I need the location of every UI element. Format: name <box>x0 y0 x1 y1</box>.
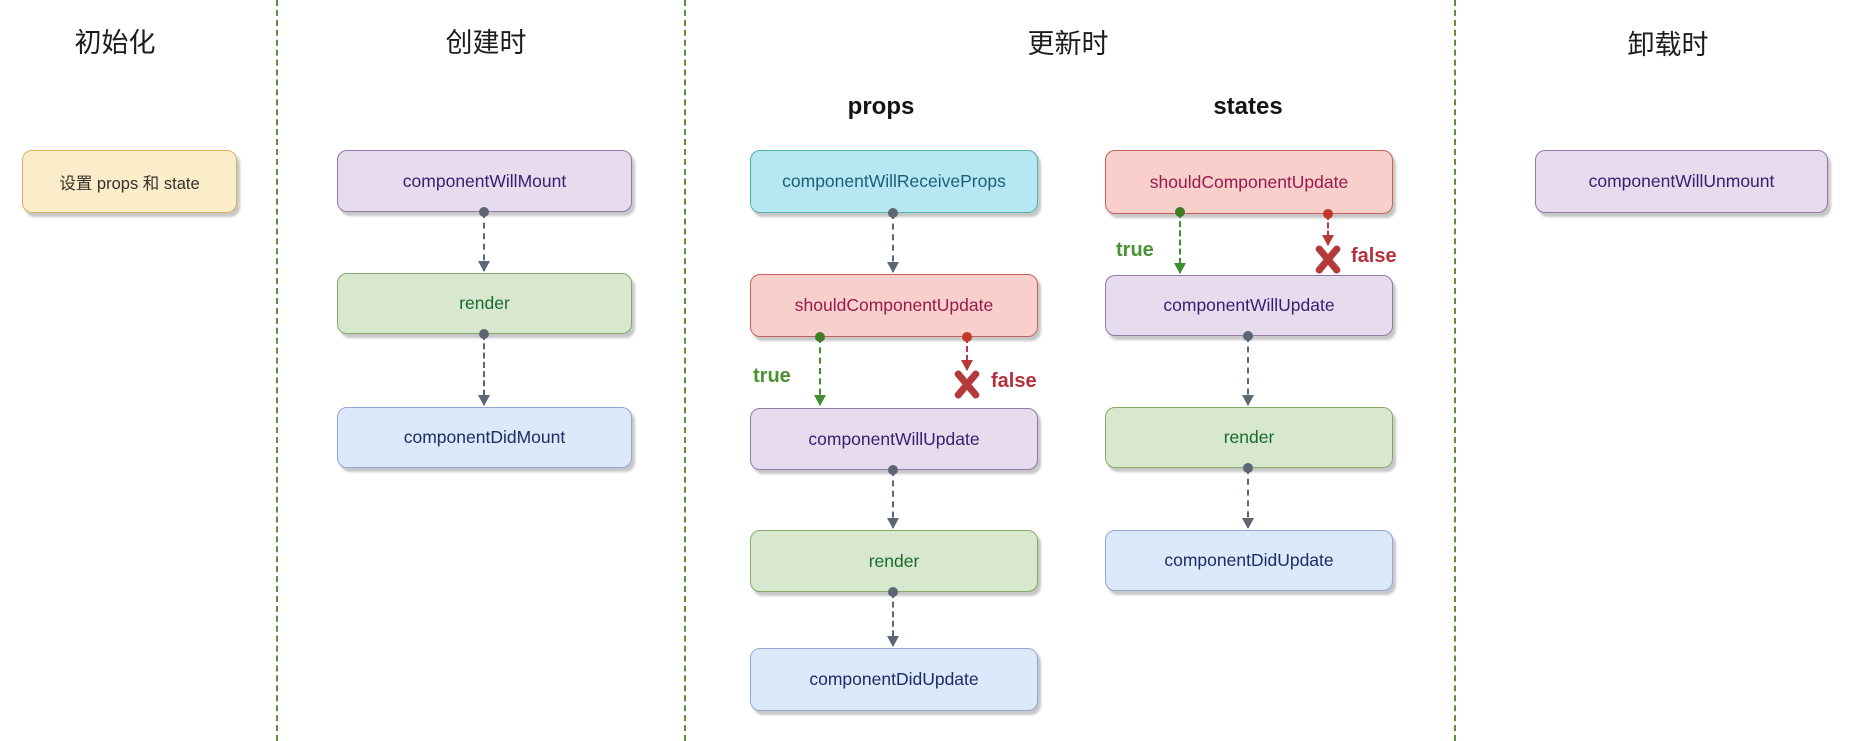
arrowhead-icon <box>961 360 973 371</box>
node-render-mount: render <box>337 273 632 334</box>
section-divider <box>276 0 278 741</box>
arrowhead-icon <box>1242 518 1254 529</box>
true-branch-label: true <box>1116 239 1154 261</box>
flow-connector <box>887 208 899 273</box>
arrowhead-icon <box>1174 263 1186 274</box>
true-branch-label: true <box>753 365 791 387</box>
connector-dot <box>815 332 825 342</box>
node-componentWillUnmount: componentWillUnmount <box>1535 150 1828 213</box>
flow-connector <box>478 207 490 272</box>
connector-dot <box>888 208 898 218</box>
false-branch-connector <box>1322 209 1334 246</box>
node-render-states: render <box>1105 407 1393 468</box>
node-componentDidMount: componentDidMount <box>337 407 632 468</box>
true-branch-connector <box>1174 207 1186 274</box>
arrowhead-icon <box>887 518 899 529</box>
arrowhead-icon <box>1322 235 1334 246</box>
node-componentDidUpdate-states: componentDidUpdate <box>1105 530 1393 591</box>
section-title-mount: 创建时 <box>445 28 527 58</box>
section-title-init: 初始化 <box>74 28 156 58</box>
reject-x-icon <box>1314 246 1342 274</box>
section-title-update: 更新时 <box>1027 29 1109 59</box>
node-componentWillUpdate-props: componentWillUpdate <box>750 408 1038 470</box>
false-branch-label: false <box>991 370 1037 392</box>
section-divider <box>1454 0 1456 741</box>
connector-dot <box>479 207 489 217</box>
connector-dot <box>888 587 898 597</box>
flow-connector <box>887 587 899 647</box>
false-branch-label: false <box>1351 245 1397 267</box>
flow-connector <box>887 465 899 529</box>
node-componentDidUpdate-props: componentDidUpdate <box>750 648 1038 711</box>
arrowhead-icon <box>1242 395 1254 406</box>
false-branch-connector <box>961 332 973 371</box>
reject-x-icon <box>953 371 981 399</box>
flow-connector <box>1242 463 1254 529</box>
arrowhead-icon <box>814 395 826 406</box>
flow-connector <box>478 329 490 406</box>
connector-dot <box>479 329 489 339</box>
connector-dot <box>1243 463 1253 473</box>
node-set-props-and-state: 设置 props 和 state <box>22 150 237 213</box>
connector-dot <box>888 465 898 475</box>
node-componentWillReceiveProps: componentWillReceiveProps <box>750 150 1038 213</box>
column-title-states: states <box>1213 93 1283 120</box>
connector-dot <box>962 332 972 342</box>
column-title-props: props <box>847 93 915 120</box>
connector-dot <box>1323 209 1333 219</box>
node-render-props: render <box>750 530 1038 592</box>
node-shouldComponentUpdate-props: shouldComponentUpdate <box>750 274 1038 337</box>
connector-dot <box>1243 331 1253 341</box>
arrowhead-icon <box>478 395 490 406</box>
arrowhead-icon <box>887 262 899 273</box>
flow-connector <box>1242 331 1254 406</box>
node-componentWillMount: componentWillMount <box>337 150 632 212</box>
true-branch-connector <box>814 332 826 406</box>
section-divider <box>684 0 686 741</box>
node-shouldComponentUpdate-states: shouldComponentUpdate <box>1105 150 1393 214</box>
node-componentWillUpdate-states: componentWillUpdate <box>1105 275 1393 336</box>
arrowhead-icon <box>478 261 490 272</box>
section-title-unmount: 卸载时 <box>1627 30 1709 60</box>
arrowhead-icon <box>887 636 899 647</box>
connector-dot <box>1175 207 1185 217</box>
